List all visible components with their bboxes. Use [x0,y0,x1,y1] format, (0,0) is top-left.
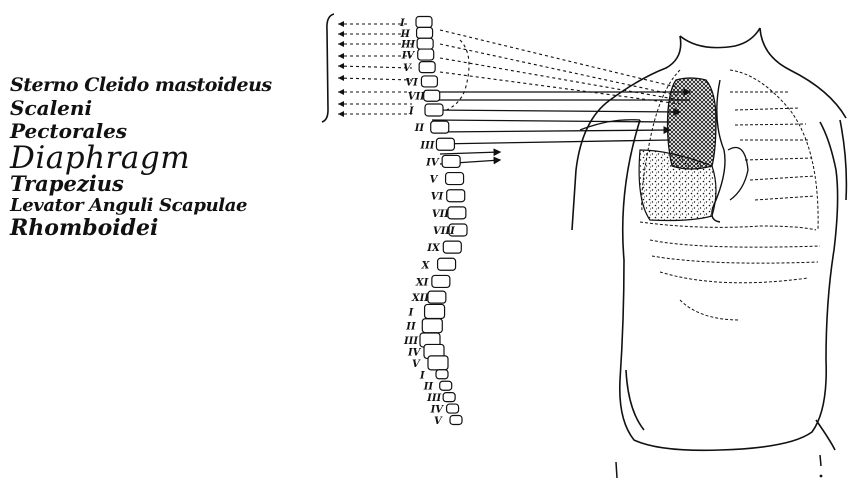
vertebra-numeral: I [408,307,414,318]
vertebra [419,62,435,73]
vertebra-numeral: IX [426,243,441,254]
vertebra [443,393,455,402]
vertebra-numeral: III [400,40,415,51]
vertebra-numeral: I [399,18,405,29]
vertebra [422,319,442,333]
vertebra-numeral: II [423,382,434,393]
vertebra-numeral: II [400,29,411,40]
vertebra-numeral: I [419,370,425,381]
vertebra [442,155,460,167]
vertebra [450,416,462,425]
vertebra-numeral: XII [411,293,429,304]
vertebra [447,190,465,202]
vertebra-numeral: II [414,123,425,134]
vertebra-numeral: III [419,140,434,151]
vertebra [431,121,449,133]
vertebra [428,356,448,370]
vertebra [438,258,456,270]
vertebra [428,291,446,303]
vertebra [443,241,461,253]
cervical-bracket [322,14,334,122]
vertebra-numeral: X [421,260,431,271]
vertebra [417,27,433,38]
vertebra-numeral: VII [432,209,449,220]
vertebra-numeral: II [405,322,416,333]
vertebra-numeral: VI [431,192,444,203]
vertebra [425,104,443,116]
vertebra [424,90,440,101]
arrowheads-left [338,21,344,117]
vertebra-numeral: VII [408,92,425,103]
vertebra-numeral: XI [415,277,429,288]
vertebra [447,404,459,413]
vertebra-numeral: III [403,336,418,347]
bottom-mark-left [616,462,617,478]
vertebra-numeral: VIII [433,226,455,237]
vertebra-numeral: IV [425,157,440,168]
vertebra [436,138,454,150]
vertebra [425,304,445,318]
vertebra-numeral: VI [405,77,418,88]
vertebra-numeral: V [403,63,412,74]
vertebra-numeral: IV [407,347,422,358]
vertebra-numeral: III [426,393,441,404]
vertebra [416,17,432,28]
vertebra [440,381,452,390]
vertebra [446,173,464,185]
vertebra [421,76,437,87]
vertebra [418,49,434,60]
vertebra [417,38,433,49]
vertebra-numeral: V [434,416,443,427]
bottom-mark-right [820,455,821,466]
vertebra [436,370,448,379]
spinal-column [416,17,467,425]
vertebra-numeral: IV [430,405,445,416]
aortic-arch [728,148,748,201]
bottom-dot [820,475,823,478]
vertebra-numeral: V [430,175,439,186]
vertebra [448,207,466,219]
vertebra-numeral: IV [401,51,416,62]
vertebra [432,275,450,287]
vertebra-numeral: V [412,359,421,370]
vertebra-numeral: I [408,106,414,117]
